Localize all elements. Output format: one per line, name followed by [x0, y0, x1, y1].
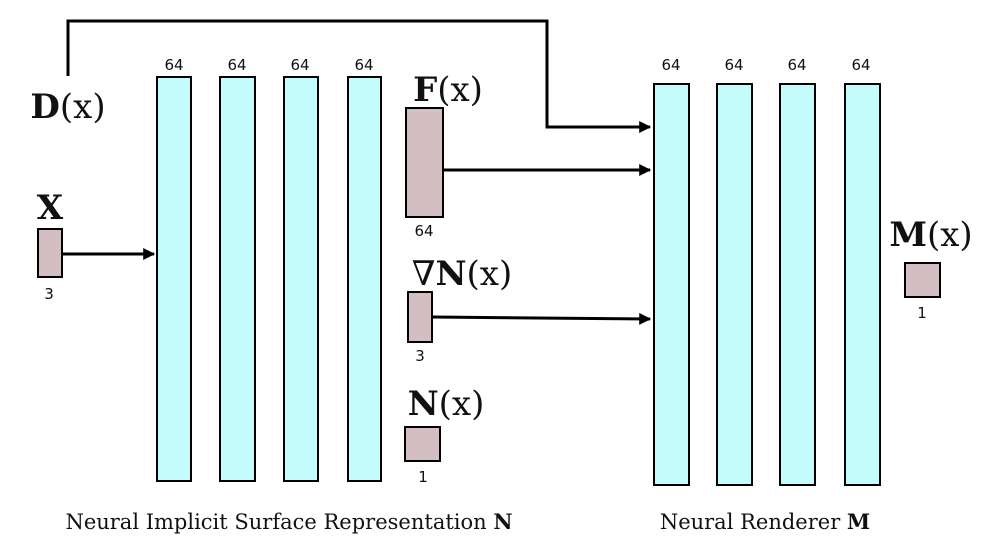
network-m-layer-4	[844, 83, 881, 486]
network-n-layer-1-width: 64	[164, 56, 183, 74]
feature-output-label: F(x)	[413, 70, 483, 110]
renderer-output-dim: 1	[917, 304, 927, 322]
renderer-output: M(x) 1	[889, 215, 972, 322]
network-n-layer-4	[347, 76, 382, 482]
network-n-layer-3	[283, 76, 319, 482]
network-m-layer-1	[653, 83, 690, 486]
feature-output-dim: 64	[414, 222, 433, 240]
normal-output: ∇N(x) 3	[407, 254, 513, 365]
network-n-layer-4-width: 64	[354, 56, 373, 74]
normal-output-vector	[407, 291, 433, 343]
network-m-layer-1-width: 64	[661, 56, 680, 74]
feature-output-vector	[405, 107, 444, 218]
network-n-layer-1	[156, 76, 192, 482]
network-n-layer-width-labels: 64 64 64 64	[164, 56, 373, 74]
network-m-layers	[653, 83, 881, 486]
nabla-icon: ∇	[412, 254, 436, 294]
network-m-layer-2	[716, 83, 753, 486]
network-n-layer-3-width: 64	[290, 56, 309, 74]
sdf-output-vector	[404, 426, 441, 462]
input-x-vector	[37, 228, 63, 278]
normal-output-label: ∇N(x)	[412, 254, 513, 294]
input-x-dim: 3	[44, 285, 54, 303]
network-m-layer-width-labels: 64 64 64 64	[661, 56, 870, 74]
network-n-caption: Neural Implicit Surface Representation N	[65, 509, 512, 534]
sdf-output: N(x) 1	[404, 384, 485, 486]
sdf-output-dim: 1	[418, 468, 428, 486]
normal-to-renderer-arrow	[432, 312, 652, 325]
network-m-caption: Neural Renderer M	[660, 509, 870, 534]
feature-output: F(x) 64	[405, 70, 483, 240]
normal-output-dim: 3	[415, 347, 425, 365]
view-direction-label: D(x)	[30, 87, 105, 127]
network-n-layer-2-width: 64	[227, 56, 246, 74]
renderer-output-label: M(x)	[889, 215, 972, 255]
renderer-output-vector	[904, 262, 941, 298]
input-x: X 3	[37, 188, 64, 303]
input-x-label: X	[37, 188, 64, 228]
network-m-layer-3	[779, 83, 816, 486]
sdf-output-label: N(x)	[408, 384, 485, 424]
network-m-layer-3-width: 64	[787, 56, 806, 74]
view-direction-skip-arrow	[66, 19, 652, 133]
network-n-layers	[156, 76, 382, 482]
network-m-layer-4-width: 64	[851, 56, 870, 74]
network-m-layer-2-width: 64	[724, 56, 743, 74]
network-n-layer-2	[219, 76, 256, 482]
